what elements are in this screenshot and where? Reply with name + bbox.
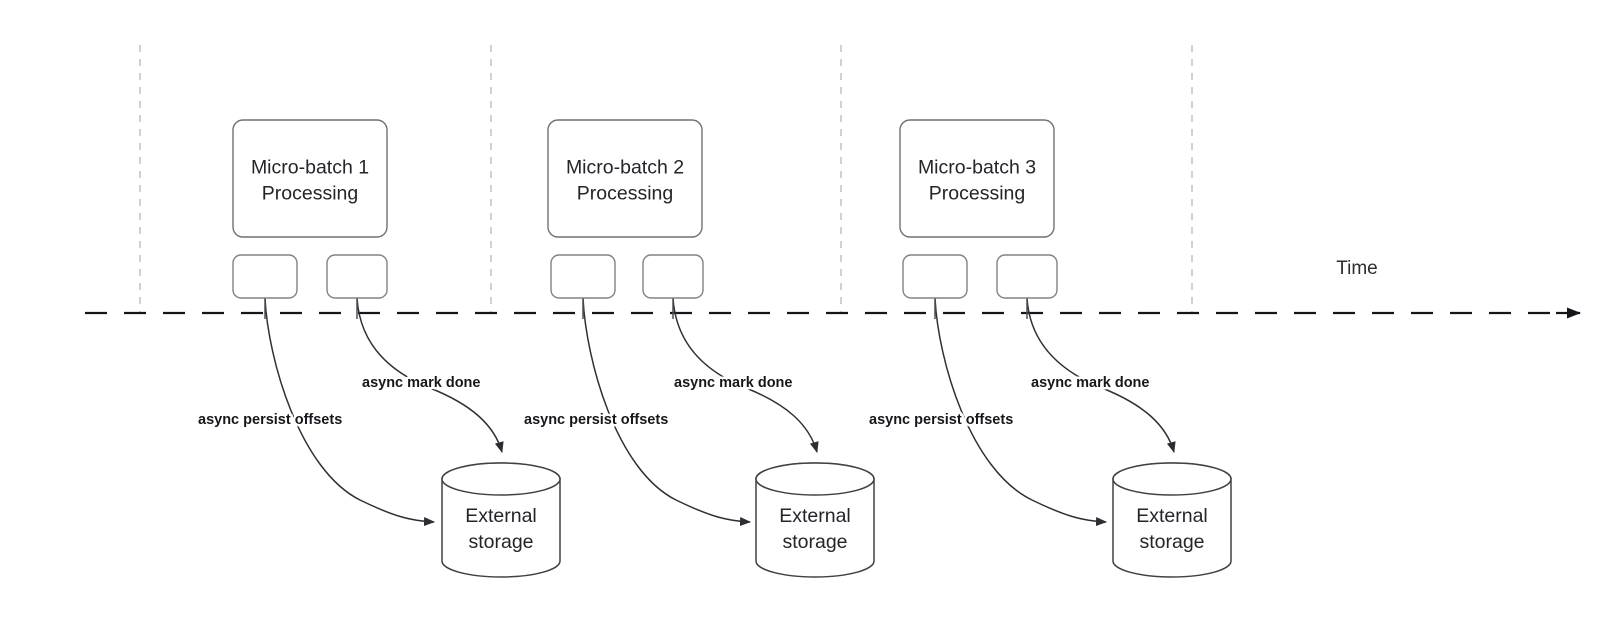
edge-markdone-1	[356, 297, 504, 453]
microbatch-box-line1: Micro-batch 3	[918, 157, 1036, 179]
tick-box-tick-1a[interactable]	[232, 254, 298, 299]
external-storage-group-3[interactable]: External storage	[1112, 462, 1232, 578]
microbatch-box-group-3[interactable]: Micro-batch 3 Processing	[899, 119, 1055, 238]
edge-label-text: async mark done	[362, 375, 480, 391]
microbatch-box-line1: Micro-batch 2	[566, 157, 684, 179]
microbatch-box-line2: Processing	[577, 183, 673, 205]
microbatch-box-rect[interactable]	[232, 119, 388, 238]
external-storage-line2: storage	[1139, 531, 1204, 553]
tick-box-tick-2a[interactable]	[550, 254, 616, 299]
edge-label-halo: async mark done	[362, 375, 480, 391]
edge-label-halo: async persist offsets	[869, 412, 1013, 428]
tick-box-tick-3b[interactable]	[996, 254, 1058, 299]
phase-boundary-lines	[139, 45, 1193, 313]
edge-label-halo: async mark done	[1031, 375, 1149, 391]
cylinder-top-ellipse	[1112, 462, 1232, 496]
microbatch-box-group-2[interactable]: Micro-batch 2 Processing	[547, 119, 703, 238]
edge-label-text: async persist offsets	[524, 412, 668, 428]
edge-label-text: async persist offsets	[869, 412, 1013, 428]
edge-label-halo: async mark done	[674, 375, 792, 391]
time-axis: Time	[85, 258, 1581, 319]
edge-persist-3	[934, 297, 1107, 527]
external-storage-group-1[interactable]: External storage	[441, 462, 561, 578]
connector-edge-labels: async persist offsets async persist offse…	[196, 373, 1152, 431]
microbatch-box-group-1[interactable]: Micro-batch 1 Processing	[232, 119, 388, 238]
cylinder-top-ellipse	[755, 462, 875, 496]
edge-label-halo: async persist offsets	[198, 412, 342, 428]
microbatch-box-rect[interactable]	[899, 119, 1055, 238]
microbatch-box-line1: Micro-batch 1	[251, 157, 369, 179]
external-storage-line2: storage	[468, 531, 533, 553]
edge-persist-2	[582, 297, 751, 527]
edge-markdone-3	[1026, 297, 1176, 453]
edge-label-text: async persist offsets	[198, 412, 342, 428]
tick-box-tick-3a[interactable]	[902, 254, 968, 299]
time-axis-label: Time	[1336, 258, 1378, 279]
connector-edges	[264, 297, 1176, 527]
edge-label-text: async mark done	[674, 375, 792, 391]
edge-markdone-2	[672, 297, 819, 453]
microbatch-box-line2: Processing	[262, 183, 358, 205]
external-storage-line1: External	[1136, 505, 1208, 527]
microbatch-box-rect[interactable]	[547, 119, 703, 238]
tick-box-tick-1b[interactable]	[326, 254, 388, 299]
edge-label-halo: async persist offsets	[524, 412, 668, 428]
edge-persist-1	[264, 297, 435, 527]
cylinder-top-ellipse	[441, 462, 561, 496]
external-storage-group-2[interactable]: External storage	[755, 462, 875, 578]
external-storage-line1: External	[465, 505, 537, 527]
tick-box-tick-2b[interactable]	[642, 254, 704, 299]
edge-label-text: async mark done	[1031, 375, 1149, 391]
microbatch-box-line2: Processing	[929, 183, 1025, 205]
external-storage-line2: storage	[782, 531, 847, 553]
external-storage-line1: External	[779, 505, 851, 527]
